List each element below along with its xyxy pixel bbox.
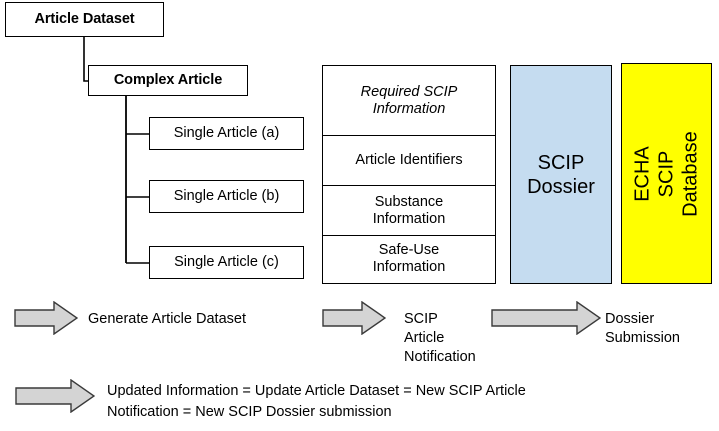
single-article-c-label: Single Article (c) [174, 254, 279, 271]
article-identifiers-label: Article Identifiers [355, 152, 463, 169]
connector-root-to-complex [83, 37, 88, 82]
complex-article-label: Complex Article [113, 72, 223, 89]
generate-article-dataset-caption: Generate Article Dataset [88, 311, 246, 327]
safe-use-information-label: Safe-Use Information [372, 242, 446, 275]
generate-article-dataset-arrow-icon [14, 301, 78, 335]
substance-information-label: Substance Information [372, 193, 446, 227]
scip-article-notification-caption: SCIP Article Notification [404, 311, 476, 366]
complex-article-box: Complex Article [88, 65, 248, 96]
required-scip-information-table: Required SCIP Information Article Identi… [322, 65, 496, 284]
echa-scip-database-label: ECHA SCIP Database [631, 130, 702, 217]
article-dataset-box: Article Dataset [5, 2, 164, 37]
scip-article-notification-arrow-icon [322, 301, 386, 335]
table-row: Substance Information [323, 186, 495, 236]
scip-dossier-box: SCIP Dossier [510, 65, 612, 284]
table-row: Safe-Use Information [323, 236, 495, 282]
single-article-c-box: Single Article (c) [149, 246, 304, 279]
table-row: Article Identifiers [323, 136, 495, 186]
single-article-a-box: Single Article (a) [149, 117, 304, 150]
article-dataset-label: Article Dataset [34, 11, 135, 28]
updated-information-arrow-icon [15, 379, 95, 413]
single-article-b-box: Single Article (b) [149, 180, 304, 213]
updated-information-caption: Updated Information = Update Article Dat… [107, 383, 526, 421]
scip-dossier-label: SCIP Dossier [527, 151, 595, 198]
single-article-a-label: Single Article (a) [173, 125, 280, 142]
echa-scip-database-box: ECHA SCIP Database [621, 63, 712, 284]
table-row: Required SCIP Information [323, 66, 495, 136]
scip-table-header-label: Required SCIP Information [360, 83, 458, 117]
single-article-b-label: Single Article (b) [173, 188, 280, 205]
dossier-submission-arrow-icon [491, 301, 601, 335]
dossier-submission-caption: Dossier Submission [605, 311, 680, 347]
